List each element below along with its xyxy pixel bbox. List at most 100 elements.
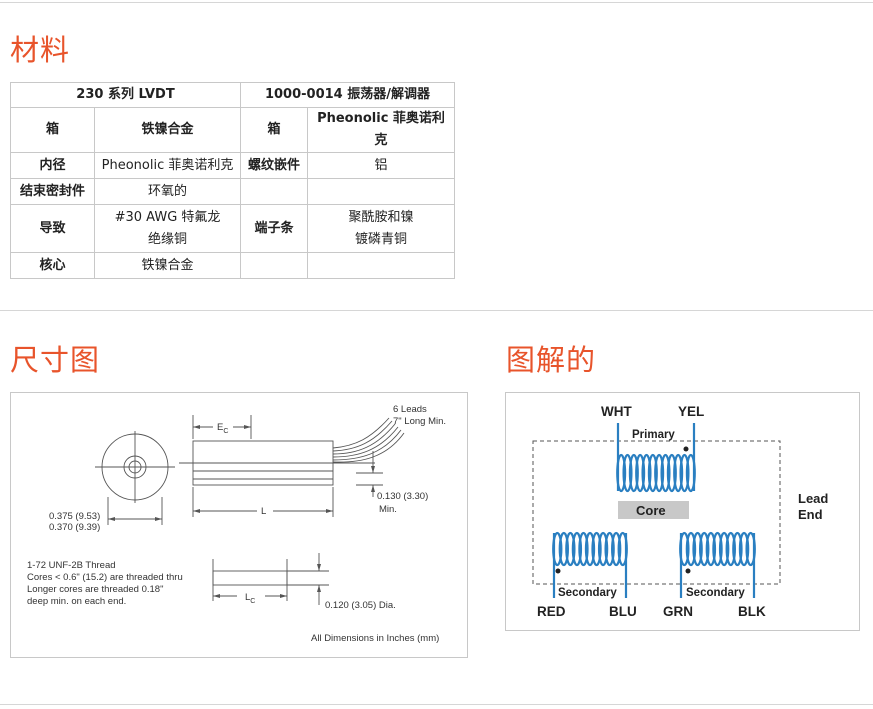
core-label: Core bbox=[636, 503, 666, 518]
row-label: 螺纹嵌件 bbox=[240, 152, 308, 179]
coil-loop bbox=[617, 531, 628, 567]
coil-loop bbox=[679, 531, 690, 567]
thread-spec: 1-72 UNF-2B Thread bbox=[27, 560, 116, 571]
secondary-right-coil bbox=[679, 531, 756, 598]
dimensions-footer: All Dimensions in Inches (mm) bbox=[311, 633, 439, 644]
thread-note-3: deep min. on each end. bbox=[27, 596, 126, 607]
thread-note-1: Cores < 0.6" (15.2) are threaded thru bbox=[27, 572, 183, 583]
row-value: #30 AWG 特氟龙 绝缘铜 bbox=[94, 204, 241, 253]
row-label: 箱 bbox=[240, 107, 308, 153]
coil-loop bbox=[604, 531, 615, 567]
coil-loop bbox=[628, 453, 639, 493]
row-label: 导致 bbox=[10, 204, 95, 253]
primary-label: Primary bbox=[632, 429, 675, 441]
blk-label: BLK bbox=[738, 604, 766, 619]
row-label: 内径 bbox=[10, 152, 95, 179]
coil-loop bbox=[666, 453, 677, 493]
row-label: 核心 bbox=[10, 252, 95, 279]
coil-loop bbox=[622, 453, 633, 493]
core-block bbox=[618, 501, 689, 519]
grn-label: GRN bbox=[663, 604, 693, 619]
thread-note-2: Longer cores are threaded 0.18" bbox=[27, 584, 163, 595]
row-value-line: 绝缘铜 bbox=[147, 231, 187, 247]
dimension-drawing: 6 Leads 7" Long Min. EC L 0.130 (3.30) M… bbox=[10, 392, 468, 658]
schematic-heading: 图解的 bbox=[506, 343, 597, 377]
coil-loop bbox=[673, 453, 684, 493]
dim-130-min-label: Min. bbox=[379, 504, 397, 515]
coil-loop bbox=[558, 531, 569, 567]
dim-130-label: 0.130 (3.30) bbox=[377, 491, 428, 502]
row-value: 铁镍合金 bbox=[94, 107, 241, 153]
row-value bbox=[307, 252, 455, 279]
row-label: 端子条 bbox=[240, 204, 308, 253]
row-value-line: #30 AWG 特氟龙 bbox=[114, 209, 221, 225]
coil-loop bbox=[635, 453, 646, 493]
dimensions-heading: 尺寸图 bbox=[10, 343, 101, 377]
dim-120-label: 0.120 (3.05) Dia. bbox=[325, 600, 396, 611]
table-row: 内径 Pheonolic 菲奥诺利克 螺纹嵌件 铝 bbox=[10, 152, 455, 179]
coil-loop bbox=[565, 531, 576, 567]
wht-label: WHT bbox=[601, 404, 632, 419]
coil-loop bbox=[679, 453, 690, 493]
coil-loop bbox=[647, 453, 658, 493]
polarity-dot bbox=[683, 446, 689, 452]
coil-loop bbox=[552, 531, 563, 567]
table-row: 导致 #30 AWG 特氟龙 绝缘铜 端子条 聚酰胺和镍 镀磷青铜 bbox=[10, 204, 455, 253]
yel-label: YEL bbox=[678, 404, 704, 419]
coil-loop bbox=[718, 531, 730, 567]
enclosure-outline bbox=[532, 440, 781, 585]
row-value: 聚酰胺和镍 镀磷青铜 bbox=[307, 204, 455, 253]
secondary-left-coil bbox=[552, 531, 628, 598]
row-value bbox=[307, 178, 455, 205]
table-header-oscillator: 1000-0014 振荡器/解调器 bbox=[240, 82, 455, 108]
coil-loop bbox=[705, 531, 717, 567]
polarity-dot bbox=[685, 568, 691, 574]
bottom-divider bbox=[0, 704, 873, 705]
coil-loop bbox=[692, 531, 703, 567]
coil-loop bbox=[611, 531, 622, 567]
coil-loop bbox=[732, 531, 743, 567]
materials-heading: 材料 bbox=[10, 33, 71, 67]
row-value-line: 聚酰胺和镍 bbox=[348, 209, 414, 225]
coil-loop bbox=[712, 531, 723, 567]
table-row: 结束密封件 环氧的 bbox=[10, 178, 455, 205]
coil-loop bbox=[699, 531, 710, 567]
dimension-drawing-svg: 6 Leads 7" Long Min. EC L 0.130 (3.30) M… bbox=[27, 404, 446, 644]
top-divider bbox=[0, 2, 873, 3]
lead-end-label: Lead bbox=[798, 491, 828, 506]
row-value: 铁镍合金 bbox=[94, 252, 241, 279]
section-divider bbox=[0, 310, 873, 311]
coil-loop bbox=[660, 453, 671, 493]
coil-loop bbox=[685, 453, 696, 493]
coil-loop bbox=[641, 453, 652, 493]
schematic-drawing: WHT YEL Primary Core Lead End Secondary … bbox=[505, 392, 860, 631]
coil-loop bbox=[571, 531, 583, 567]
row-label bbox=[240, 178, 308, 205]
coil-loop bbox=[685, 531, 697, 567]
row-value: Pheonolic 菲奥诺利克 bbox=[307, 107, 455, 153]
schematic-drawing-svg: WHT YEL Primary Core Lead End Secondary … bbox=[532, 404, 828, 619]
primary-coil bbox=[616, 423, 696, 493]
coil-loop bbox=[738, 531, 750, 567]
polarity-dot bbox=[555, 568, 561, 574]
materials-table: 230 系列 LVDT 1000-0014 振荡器/解调器 箱 铁镍合金 箱 P… bbox=[10, 82, 455, 279]
l-label: L bbox=[261, 506, 266, 517]
blu-label: BLU bbox=[609, 604, 637, 619]
coil-loop bbox=[654, 453, 665, 493]
leads-length-label: 7" Long Min. bbox=[393, 416, 446, 427]
row-label: 箱 bbox=[10, 107, 95, 153]
lc-label: LC bbox=[245, 592, 255, 605]
dim-375-label: 0.375 (9.53) bbox=[49, 511, 100, 522]
table-header-lvdt: 230 系列 LVDT bbox=[10, 82, 241, 108]
coil-loop bbox=[597, 531, 609, 567]
coil-loop bbox=[616, 453, 627, 493]
table-row: 核心 铁镍合金 bbox=[10, 252, 455, 279]
secondary-right-label: Secondary bbox=[686, 587, 745, 599]
coil-loop bbox=[578, 531, 589, 567]
row-label: 结束密封件 bbox=[10, 178, 95, 205]
coil-loop bbox=[745, 531, 756, 567]
lead-end-label-2: End bbox=[798, 507, 823, 522]
core-rod bbox=[212, 570, 288, 586]
row-label bbox=[240, 252, 308, 279]
coil-loop bbox=[725, 531, 736, 567]
